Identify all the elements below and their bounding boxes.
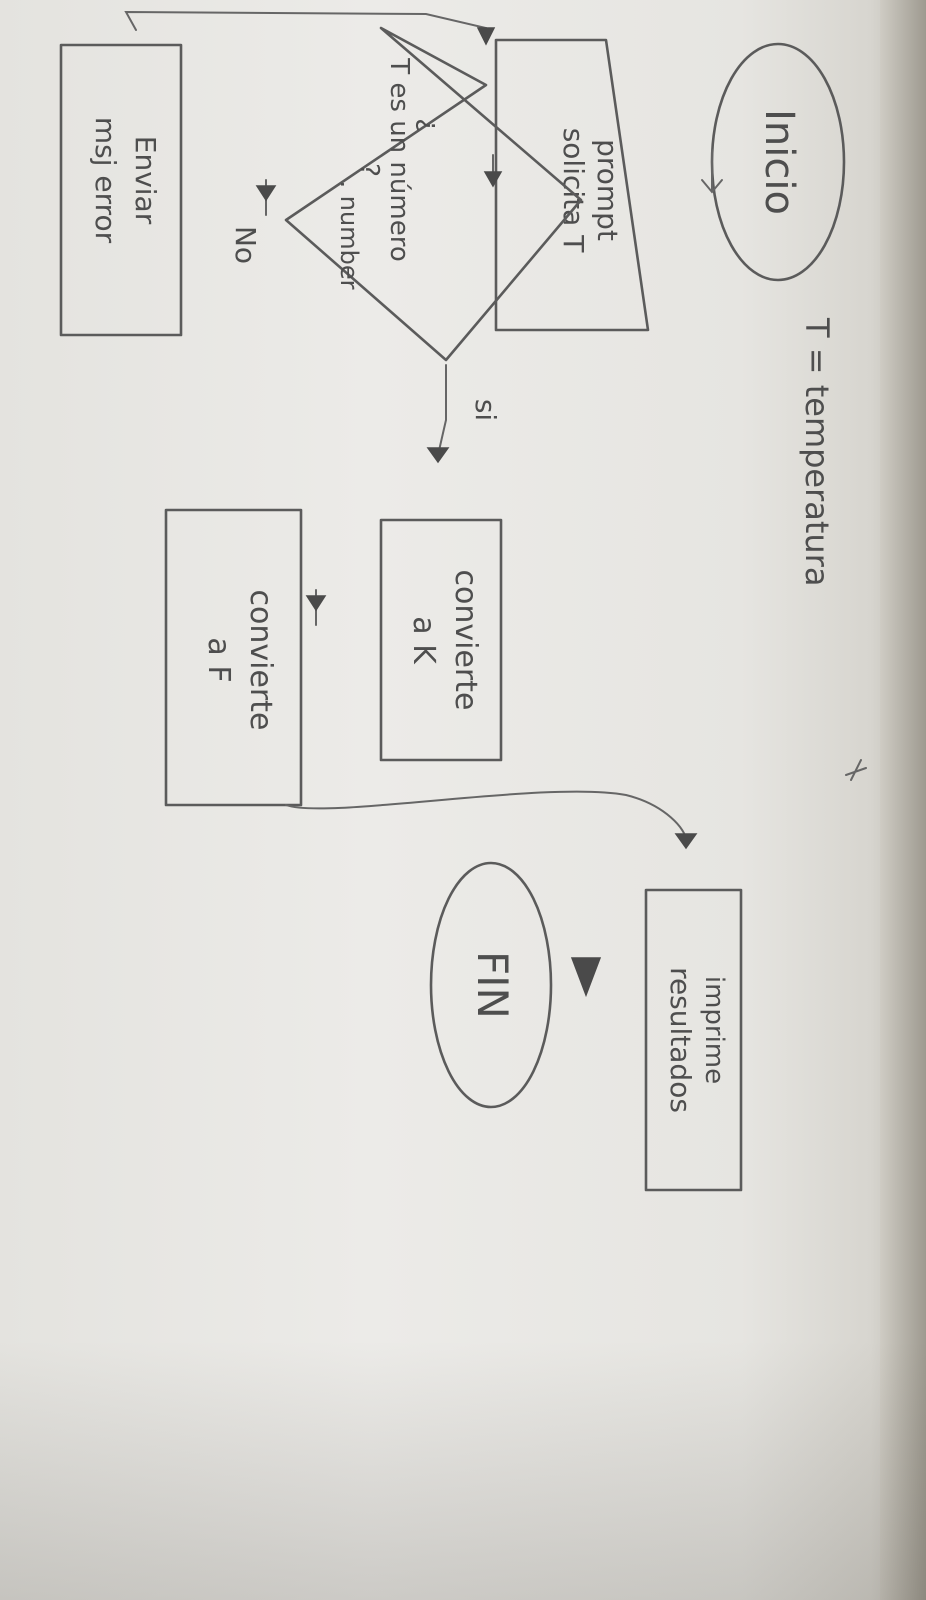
stray-ink-mark bbox=[845, 759, 867, 781]
end-label: FIN bbox=[468, 951, 517, 1019]
print-label-line2: resultados bbox=[664, 967, 697, 1113]
edge-decision-yes bbox=[437, 364, 447, 456]
error-process-box bbox=[59, 43, 183, 337]
edge-f-print bbox=[285, 790, 687, 841]
no-label: No bbox=[229, 226, 262, 264]
decision-shape bbox=[284, 26, 583, 362]
prompt-label-line1: prompt bbox=[591, 139, 624, 241]
title-note: T = temperatura bbox=[798, 317, 836, 586]
decision-label-line3: ? bbox=[354, 163, 384, 177]
arrow-print-end bbox=[570, 957, 602, 998]
arrow-prompt-decision bbox=[483, 171, 503, 188]
arrow-f-print bbox=[674, 833, 698, 850]
prompt-label-line2: solicita T bbox=[557, 128, 590, 253]
convert-k-line2: a K bbox=[406, 616, 441, 665]
convert-k-box bbox=[379, 518, 503, 762]
page-shadow bbox=[0, 1340, 926, 1600]
page-edge bbox=[880, 0, 926, 1600]
edge-error-loop bbox=[124, 10, 487, 41]
end-terminal bbox=[429, 861, 553, 1109]
convert-f-box bbox=[164, 508, 303, 807]
convert-k-line1: convierte bbox=[448, 570, 483, 711]
prompt-input-shape bbox=[494, 38, 650, 332]
error-label-line2: msj error bbox=[89, 117, 122, 244]
decision-label-line1: ¿ bbox=[414, 118, 444, 132]
arrow-loop-head bbox=[476, 27, 496, 46]
arrow-decision-no bbox=[255, 185, 277, 202]
arrow-decision-yes bbox=[426, 447, 450, 464]
decision-label-line2: T es un número bbox=[384, 57, 414, 261]
arrow-start-prompt bbox=[701, 149, 723, 194]
start-label: Inicio bbox=[756, 109, 802, 215]
error-label-line1: Enviar bbox=[129, 136, 162, 225]
arrow-k-f bbox=[305, 595, 327, 612]
decision-label-line4: . number bbox=[335, 181, 363, 290]
print-label-line1: imprime bbox=[699, 976, 729, 1084]
convert-f-line2: a F bbox=[201, 637, 236, 682]
yes-label: si bbox=[469, 399, 502, 421]
convert-f-line1: convierte bbox=[243, 590, 278, 731]
print-results-box bbox=[644, 888, 743, 1192]
